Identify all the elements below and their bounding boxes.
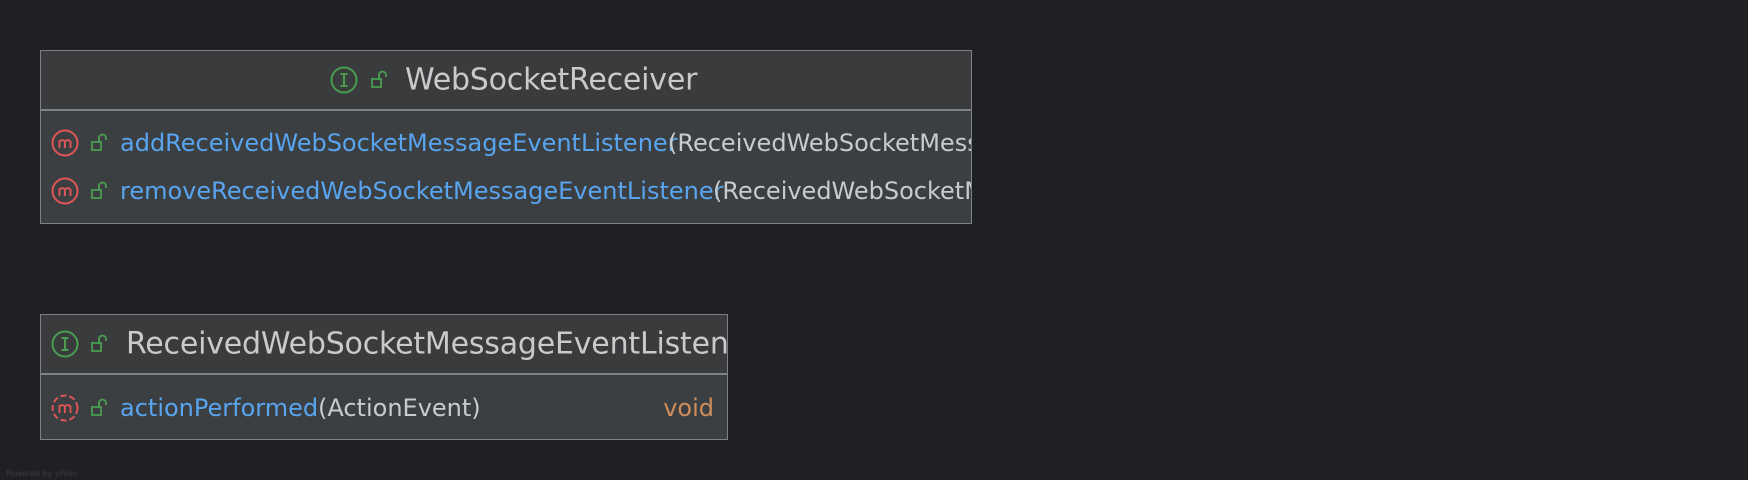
class-box-websocketreceiver[interactable]: WebSocketReceiver addReceivedWebSocketMe… [40, 50, 972, 224]
public-visibility-icon [91, 181, 107, 199]
method-params: (ActionEvent) [318, 394, 481, 422]
public-visibility-icon [91, 398, 107, 416]
member-row[interactable]: removeReceivedWebSocketMessageEventListe… [41, 168, 971, 214]
method-icon [51, 177, 79, 205]
abstract-method-icon [51, 394, 79, 422]
method-name: actionPerformed [120, 394, 319, 422]
interface-icon [330, 66, 358, 94]
public-visibility-icon [91, 334, 107, 352]
class-header: WebSocketReceiver [41, 51, 971, 111]
method-name: removeReceivedWebSocketMessageEventListe… [120, 177, 724, 205]
class-header: ReceivedWebSocketMessageEventListene [41, 315, 727, 375]
method-name: addReceivedWebSocketMessageEventListener [120, 129, 678, 157]
method-return-type: void [663, 394, 714, 422]
method-icon [51, 129, 79, 157]
public-visibility-icon [91, 133, 107, 151]
method-params: (ReceivedWebSocketM [713, 177, 972, 205]
member-row[interactable]: addReceivedWebSocketMessageEventListener… [41, 120, 971, 166]
class-name: ReceivedWebSocketMessageEventListene [126, 326, 727, 362]
class-name: WebSocketReceiver [405, 62, 698, 98]
member-row[interactable]: actionPerformed (ActionEvent) void [41, 385, 727, 431]
public-visibility-icon [371, 70, 387, 88]
method-params: (ReceivedWebSocketMess [668, 129, 972, 157]
footer-text: Powered by yFiles [6, 469, 78, 478]
interface-icon [51, 330, 79, 358]
class-box-receivedwebsocketmessageeventlistener[interactable]: ReceivedWebSocketMessageEventListene act… [40, 314, 728, 440]
